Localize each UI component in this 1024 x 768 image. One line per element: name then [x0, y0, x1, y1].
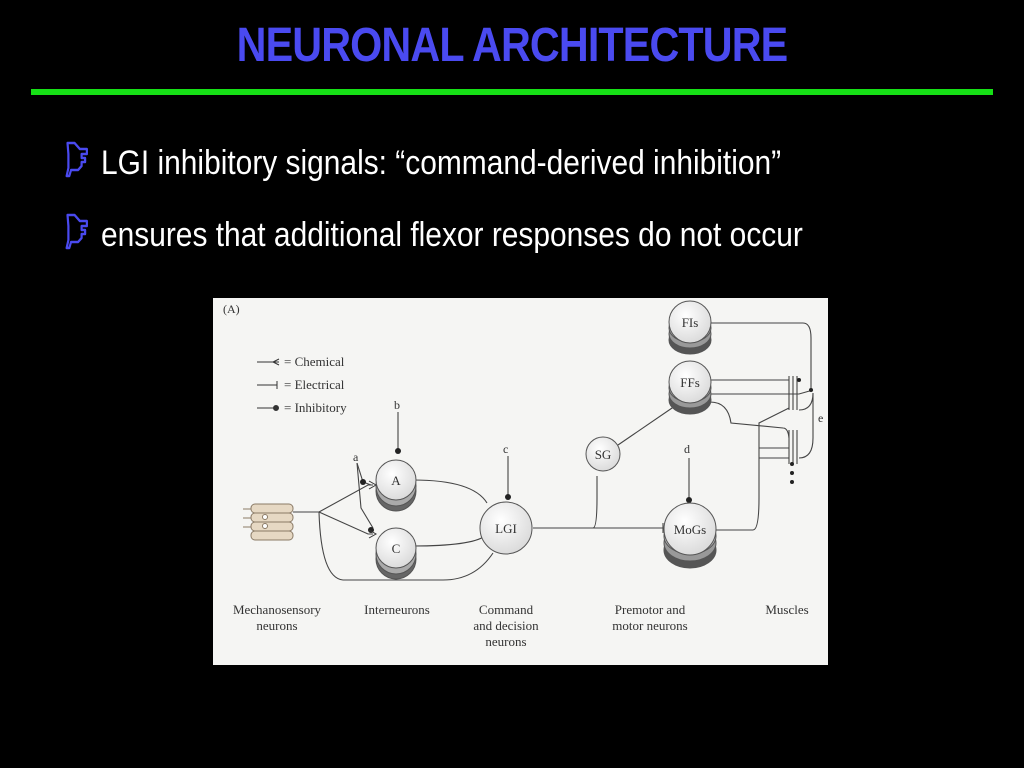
svg-text:Interneurons: Interneurons	[364, 602, 430, 617]
bullet-item: ensures that additional flexor responses…	[64, 212, 803, 259]
pointing-hand-icon	[64, 140, 101, 187]
svg-text:Command: Command	[479, 602, 534, 617]
input-label-e: e	[818, 411, 823, 425]
svg-text:neurons: neurons	[485, 634, 526, 649]
bullet-item: LGI inhibitory signals: “command-derived…	[64, 140, 781, 187]
legend	[257, 358, 280, 411]
neuron-mogs	[663, 502, 717, 569]
legend-electrical: = Electrical	[284, 377, 345, 392]
pointing-hand-icon	[64, 212, 101, 259]
input-label-d: d	[684, 442, 690, 456]
neuron-fls-label: FIs	[682, 315, 699, 330]
connection-markers	[360, 378, 813, 533]
legend-inhibitory: = Inhibitory	[284, 400, 347, 415]
input-label-a: a	[353, 450, 359, 464]
legend-chemical: = Chemical	[284, 354, 345, 369]
svg-text:Mechanosensory: Mechanosensory	[233, 602, 322, 617]
neuron-lgi-label: LGI	[495, 521, 517, 536]
neuron-mogs-label: MoGs	[674, 522, 707, 537]
neuron-sg	[585, 436, 621, 472]
neuron-ffs-label: FFs	[680, 375, 700, 390]
neuron-lgi	[479, 501, 533, 555]
neuron-fls	[668, 300, 712, 355]
bullet-text: LGI inhibitory signals: “command-derived…	[100, 144, 782, 182]
neuron-a-label: A	[391, 473, 401, 488]
connections	[293, 322, 814, 581]
svg-text:motor neurons: motor neurons	[612, 618, 687, 633]
svg-text:and decision: and decision	[473, 618, 539, 633]
neuron-c-label: C	[392, 541, 401, 556]
panel-label: (A)	[223, 302, 240, 316]
column-labels: Mechanosensory neurons Interneurons Comm…	[233, 602, 809, 649]
neuron-ffs	[668, 360, 712, 415]
neuron-sg-label: SG	[595, 447, 612, 462]
input-label-c: c	[503, 442, 508, 456]
neural-circuit-figure: (A) = Chemical = Electrical = Inhibitory	[213, 298, 828, 665]
svg-text:Muscles: Muscles	[765, 602, 808, 617]
bullet-text: ensures that additional flexor responses…	[100, 216, 803, 254]
neuron-c	[375, 527, 417, 580]
slide-title: NEURONAL ARCHITECTURE	[236, 19, 789, 72]
input-label-b: b	[394, 398, 400, 412]
mechanosensory-neurons	[243, 503, 294, 541]
svg-text:neurons: neurons	[256, 618, 297, 633]
neuron-a	[375, 459, 417, 512]
svg-text:Premotor and: Premotor and	[615, 602, 686, 617]
title-divider	[31, 89, 993, 95]
